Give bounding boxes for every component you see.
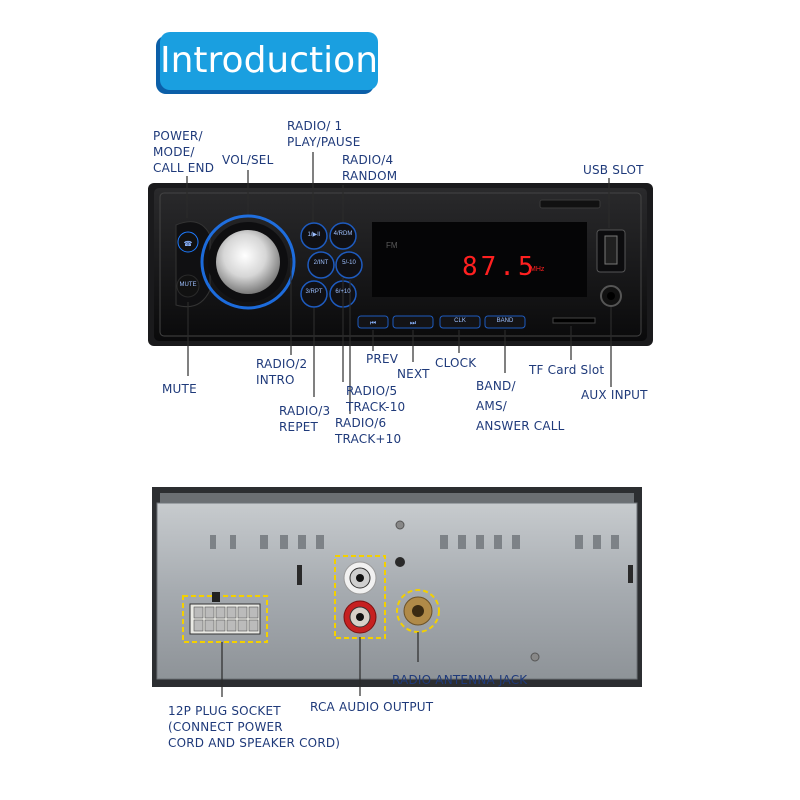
button-1-label: 1/▶II xyxy=(307,232,321,238)
label-radio2: RADIO/2 INTRO xyxy=(256,357,308,387)
volume-knob xyxy=(216,230,280,294)
button-3-label: 3/RPT xyxy=(305,289,323,295)
title-banner: Introduction xyxy=(160,32,378,90)
rear-leader-lines xyxy=(221,632,419,697)
mute-button-label: MUTE xyxy=(179,282,197,288)
front-leader-lines xyxy=(186,152,612,414)
label-radio6: RADIO/6 TRACK+10 xyxy=(335,416,402,446)
front-panel: ☎ FM ⏮ ⏭ xyxy=(148,183,653,346)
label-mute: MUTE xyxy=(162,382,197,396)
svg-text:⏮: ⏮ xyxy=(370,320,376,327)
label-radio5: RADIO/5 TRACK-10 xyxy=(346,384,406,414)
button-5-label: 5/-10 xyxy=(342,260,356,266)
label-antenna-jack: RADIO ANTENNA JACK xyxy=(392,673,528,687)
label-aux-input: AUX INPUT xyxy=(581,388,648,402)
label-usb-slot: USB SLOT xyxy=(583,163,644,177)
label-radio3: RADIO/3 REPET xyxy=(279,404,331,434)
label-power-mode: POWER/ MODE/ CALL END xyxy=(153,129,215,175)
band-button-label: BAND xyxy=(496,318,514,324)
label-clock: CLOCK xyxy=(435,356,477,370)
label-next: NEXT xyxy=(397,367,430,381)
label-vol-sel: VOL/SEL xyxy=(222,153,274,167)
svg-text:☎: ☎ xyxy=(184,240,193,248)
label-band: BAND/ AMS/ ANSWER CALL xyxy=(476,379,565,433)
frequency-unit: MHz xyxy=(530,266,545,273)
svg-text:⏭: ⏭ xyxy=(410,320,417,327)
button-2-label: 2/INT xyxy=(313,260,329,266)
button-6-label: 6/+10 xyxy=(335,289,351,295)
label-rca-output: RCA AUDIO OUTPUT xyxy=(310,700,434,714)
label-tf-card: TF Card Slot xyxy=(529,363,605,377)
label-radio4: RADIO/4 RANDOM xyxy=(342,153,398,183)
label-12p-socket: 12P PLUG SOCKET (CONNECT POWER CORD AND … xyxy=(168,704,341,750)
label-radio1: RADIO/ 1 PLAY/PAUSE xyxy=(287,119,361,149)
clk-button-label: CLK xyxy=(454,318,466,324)
rear-chassis xyxy=(152,487,642,687)
button-4-label: 4/RDM xyxy=(333,231,353,237)
svg-text:FM: FM xyxy=(386,241,398,250)
frequency-display: 87.5 xyxy=(462,252,537,282)
label-prev: PREV xyxy=(366,352,399,366)
page-title: Introduction xyxy=(160,40,379,81)
